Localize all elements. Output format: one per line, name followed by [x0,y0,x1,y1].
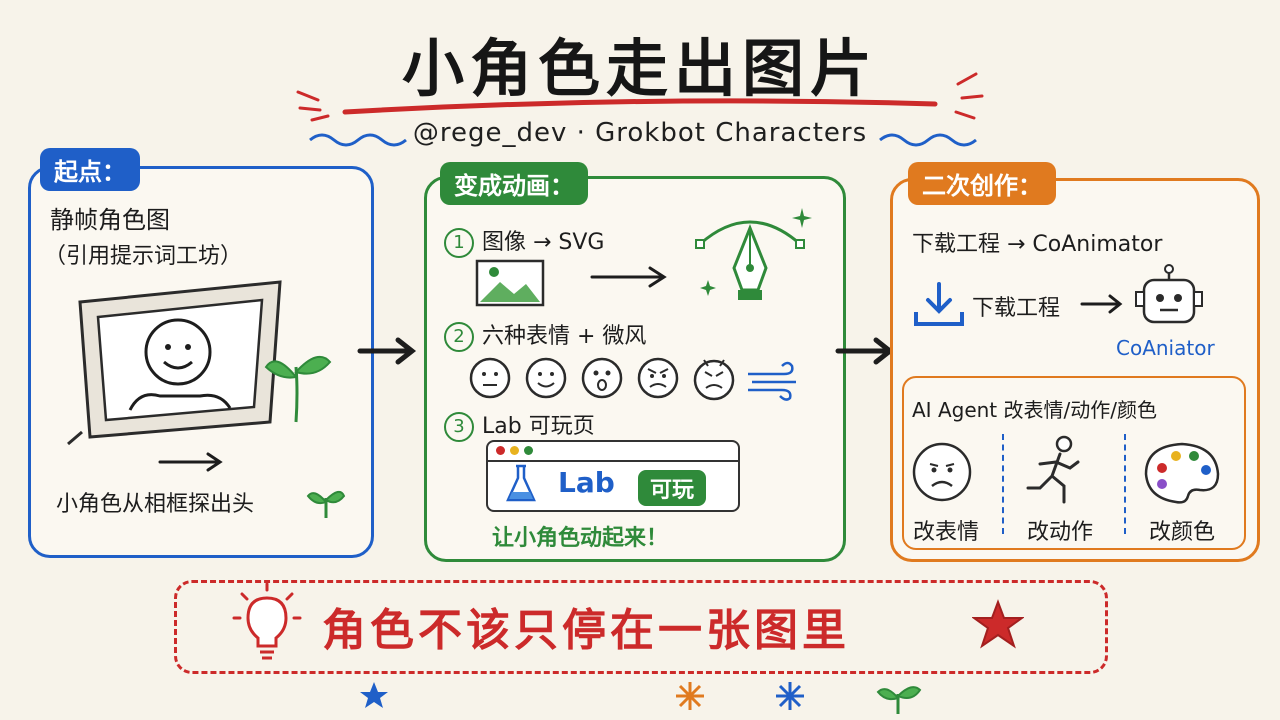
lab-window: Lab 可玩 [486,440,740,512]
bottom-banner [174,580,1108,674]
framed-character-illustration [67,280,332,446]
divider-2 [1124,434,1126,534]
lab-window-titlebar [488,442,738,462]
panel3-line1: 下载工程 → CoAnimator [912,232,1163,257]
expressions-row [469,357,796,401]
surprised-face-icon [581,357,623,399]
agent-title: AI Agent 改表情/动作/颜色 [912,398,1157,422]
step3-row: 3 Lab 可玩页 [444,408,595,442]
tag-remix: 二次创作： [908,162,1056,205]
bottom-message: 角色不该只停在一张图里 [322,605,850,656]
agent-box [902,376,1246,550]
angry-face-icon [637,357,679,399]
arrow-icon-download [1080,294,1123,314]
panel2-footer: 让小角色动起来！ [492,526,669,551]
item-change-color: 改颜色 [1148,520,1215,545]
flow-arrow-2 [835,337,895,365]
page-title: 小角色走出图片 [401,32,878,105]
step2-label: 六种表情 + 微风 [482,324,647,349]
item-change-expression: 改表情 [912,520,979,545]
panel1-caption: 小角色从相框探出头 [56,492,255,517]
step1-row: 1 图像 → SVG [444,224,604,258]
running-person-icon [1026,435,1080,504]
step3-label: Lab 可玩页 [482,414,595,439]
wind-icon [748,361,796,401]
lab-label: Lab [558,466,615,499]
smile-face-icon [525,357,567,399]
arrow-icon-step1 [590,266,667,288]
lightbulb-icon [232,582,302,660]
item-change-action: 改动作 [1026,520,1093,545]
tag-start: 起点： [40,148,140,191]
flask-icon [506,464,536,502]
panel1-line1: 静帧角色图 [50,206,170,234]
download-icon[interactable] [912,280,966,328]
arrow-icon [158,452,223,472]
title-decoration [296,72,984,147]
small-sprout-icon [306,490,346,518]
sad-face-icon [912,442,972,502]
flow-arrow-1 [357,337,417,365]
divider-1 [1002,434,1004,534]
robot-icon [1135,264,1203,324]
page-subtitle: @rege_dev · Grokbot Characters [412,118,868,148]
step2-number: 2 [444,322,474,352]
robot-label: CoAniator [1116,336,1215,360]
pen-tool-icon [695,208,812,300]
footer-decorations [360,682,922,714]
star-icon [972,599,1024,649]
tag-animate: 变成动画： [440,162,588,205]
download-label: 下载工程 [972,296,1061,321]
sprout-icon [264,355,332,423]
neutral-face-icon [469,357,511,399]
step3-number: 3 [444,412,474,442]
play-button[interactable]: 可玩 [638,470,707,506]
step1-label: 图像 → SVG [482,230,605,255]
panel1-line2: （引用提示词工坊） [44,244,243,269]
step2-row: 2 六种表情 + 微风 [444,318,646,352]
step1-number: 1 [444,228,474,258]
palette-icon [1144,442,1220,504]
grumpy-face-icon [693,359,735,401]
character-icon [128,318,232,411]
image-icon [475,259,545,307]
